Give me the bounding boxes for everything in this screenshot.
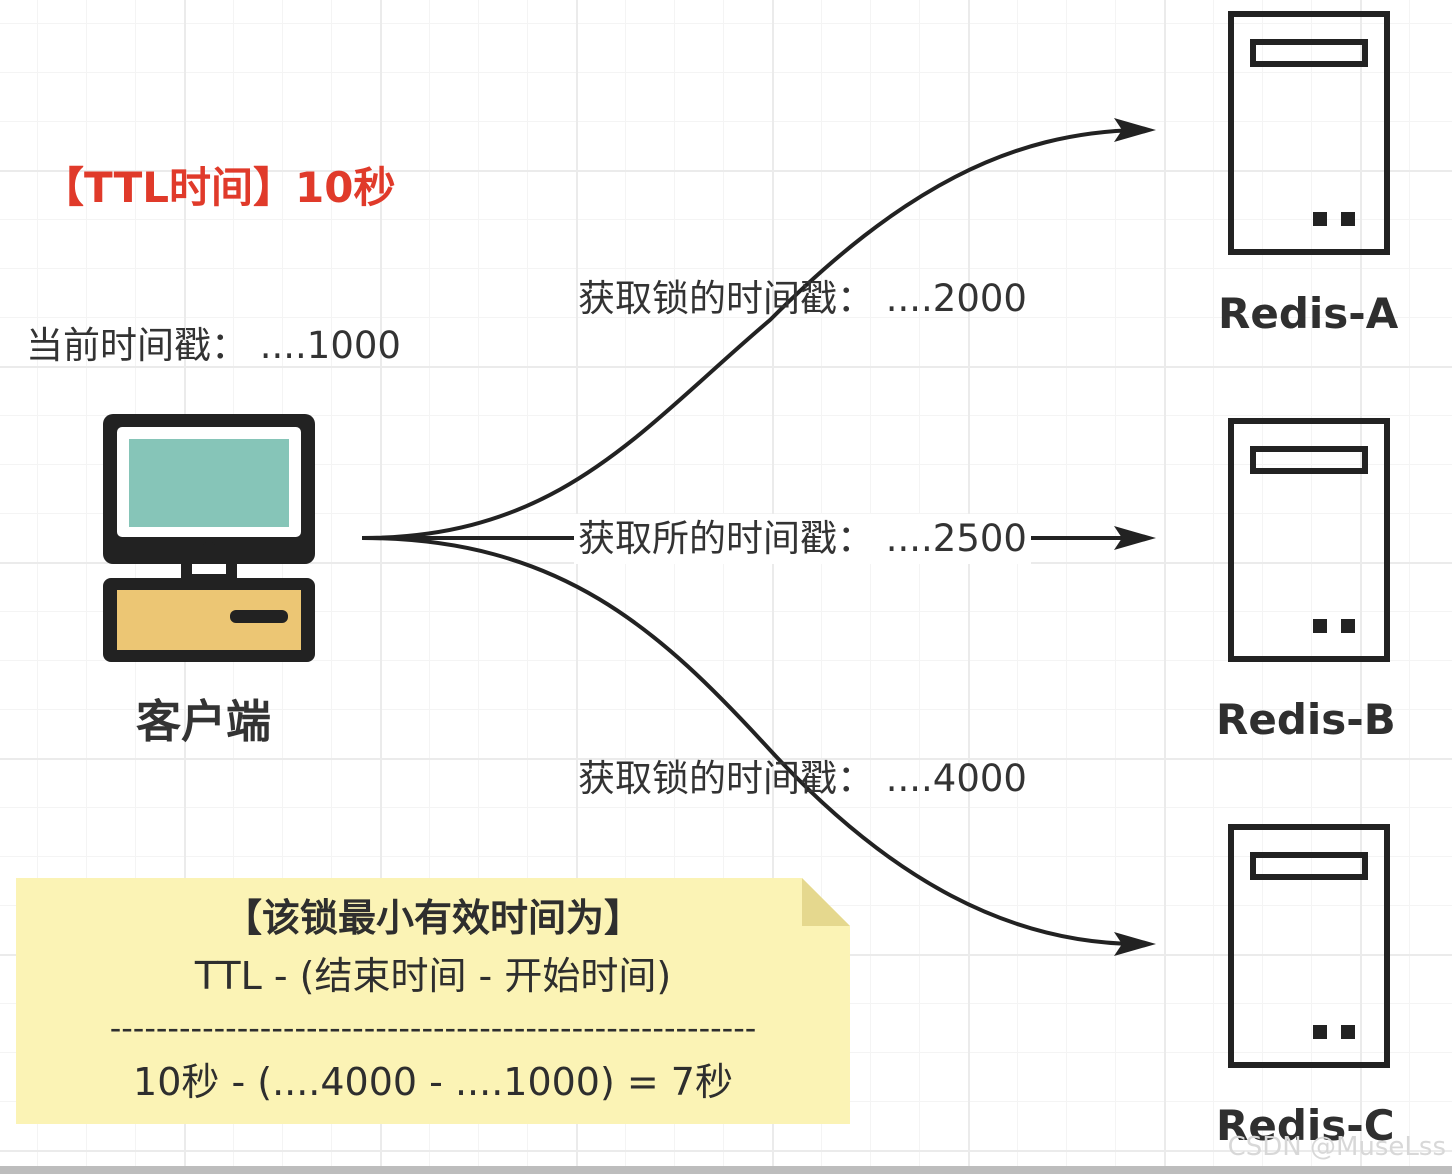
monitor-neck-inner	[192, 564, 226, 574]
note-body	[16, 878, 850, 1124]
client-timestamp: 当前时间戳： ....1000	[26, 324, 401, 367]
arrowheads	[1114, 118, 1156, 956]
arrowhead-redis-a	[1114, 118, 1156, 142]
arrowhead-redis-c	[1114, 932, 1156, 956]
server-icon-redis-a	[1228, 11, 1390, 255]
formula-note	[16, 878, 850, 1124]
note-title: 【该锁最小有效时间为】	[223, 896, 642, 940]
edge-label-redis-a: 获取锁的时间戳： ....2000	[578, 277, 1027, 320]
server-label-redis-b: Redis-B	[1216, 695, 1396, 744]
arrowhead-redis-b	[1114, 526, 1156, 550]
monitor-screen	[129, 439, 289, 527]
power-led	[203, 541, 215, 553]
disk-slot	[230, 610, 288, 623]
server-icon-redis-c	[1228, 824, 1390, 1068]
note-result: 10秒 - (....4000 - ....1000) = 7秒	[133, 1060, 733, 1104]
edge-curve-to-redis-c	[361, 536, 1141, 946]
bottom-border	[0, 1166, 1452, 1174]
edge-curve-to-redis-a	[361, 128, 1141, 540]
client-label: 客户端	[136, 695, 272, 748]
note-fold-corner	[802, 878, 850, 926]
ttl-title: 【TTL时间】10秒	[42, 163, 396, 212]
server-label-redis-c: Redis-C	[1216, 1101, 1395, 1150]
edge-label-redis-b: 获取所的时间戳： ....2500	[574, 514, 1031, 564]
note-divider: ----------------------------------------…	[109, 1009, 757, 1047]
note-formula: TTL - (结束时间 - 开始时间)	[194, 954, 672, 998]
desktop-computer-icon	[103, 414, 315, 662]
watermark: CSDN @MuseLss	[1227, 1132, 1446, 1162]
server-icon-redis-b	[1228, 418, 1390, 662]
edge-label-redis-c: 获取锁的时间戳： ....4000	[578, 757, 1027, 800]
server-label-redis-a: Redis-A	[1218, 289, 1399, 338]
